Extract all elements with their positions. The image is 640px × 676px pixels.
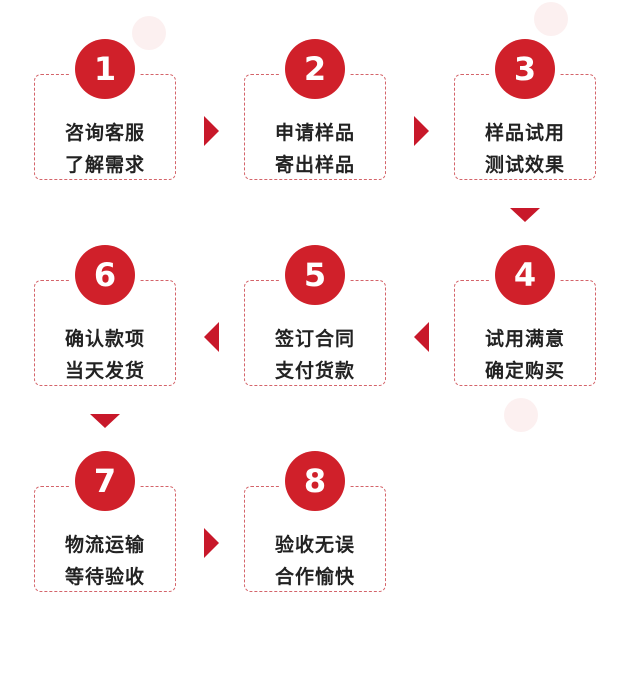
watermark-logo — [132, 16, 166, 50]
step-subtitle: 寄出样品 — [274, 154, 355, 176]
step-number: 3 — [495, 39, 555, 99]
arrow-left-icon — [204, 322, 219, 352]
step-number-badge: 3 — [490, 34, 560, 104]
step-subtitle: 了解需求 — [64, 154, 145, 176]
watermark-logo — [534, 2, 568, 36]
arrow-right-icon — [204, 116, 219, 146]
step-number: 5 — [285, 245, 345, 305]
arrow-right-icon — [204, 528, 219, 558]
step-3: 3 样品试用 测试效果 — [454, 34, 596, 180]
step-8: 8 验收无误 合作愉快 — [244, 446, 386, 592]
step-subtitle: 等待验收 — [64, 566, 145, 588]
step-number-badge: 1 — [70, 34, 140, 104]
watermark-logo — [504, 398, 538, 432]
step-subtitle: 确定购买 — [484, 360, 565, 382]
step-4: 4 试用满意 确定购买 — [454, 240, 596, 386]
step-number: 1 — [75, 39, 135, 99]
step-title: 样品试用 — [484, 122, 565, 144]
step-7: 7 物流运输 等待验收 — [34, 446, 176, 592]
arrow-down-icon — [510, 208, 540, 222]
step-subtitle: 支付货款 — [274, 360, 355, 382]
step-subtitle: 合作愉快 — [274, 566, 355, 588]
step-number: 2 — [285, 39, 345, 99]
step-title: 物流运输 — [64, 534, 145, 556]
step-number-badge: 4 — [490, 240, 560, 310]
step-number-badge: 7 — [70, 446, 140, 516]
step-6: 6 确认款项 当天发货 — [34, 240, 176, 386]
step-number: 8 — [285, 451, 345, 511]
step-title: 确认款项 — [64, 328, 145, 350]
step-number: 4 — [495, 245, 555, 305]
step-number-badge: 8 — [280, 446, 350, 516]
arrow-down-icon — [90, 414, 120, 428]
step-number: 7 — [75, 451, 135, 511]
step-number: 6 — [75, 245, 135, 305]
arrow-right-icon — [414, 116, 429, 146]
step-title: 申请样品 — [274, 122, 355, 144]
step-title: 试用满意 — [484, 328, 565, 350]
step-number-badge: 2 — [280, 34, 350, 104]
step-subtitle: 当天发货 — [64, 360, 145, 382]
step-title: 咨询客服 — [64, 122, 145, 144]
arrow-left-icon — [414, 322, 429, 352]
step-number-badge: 6 — [70, 240, 140, 310]
step-title: 签订合同 — [274, 328, 355, 350]
step-title: 验收无误 — [274, 534, 355, 556]
step-number-badge: 5 — [280, 240, 350, 310]
step-1: 1 咨询客服 了解需求 — [34, 34, 176, 180]
step-2: 2 申请样品 寄出样品 — [244, 34, 386, 180]
step-5: 5 签订合同 支付货款 — [244, 240, 386, 386]
step-subtitle: 测试效果 — [484, 154, 565, 176]
